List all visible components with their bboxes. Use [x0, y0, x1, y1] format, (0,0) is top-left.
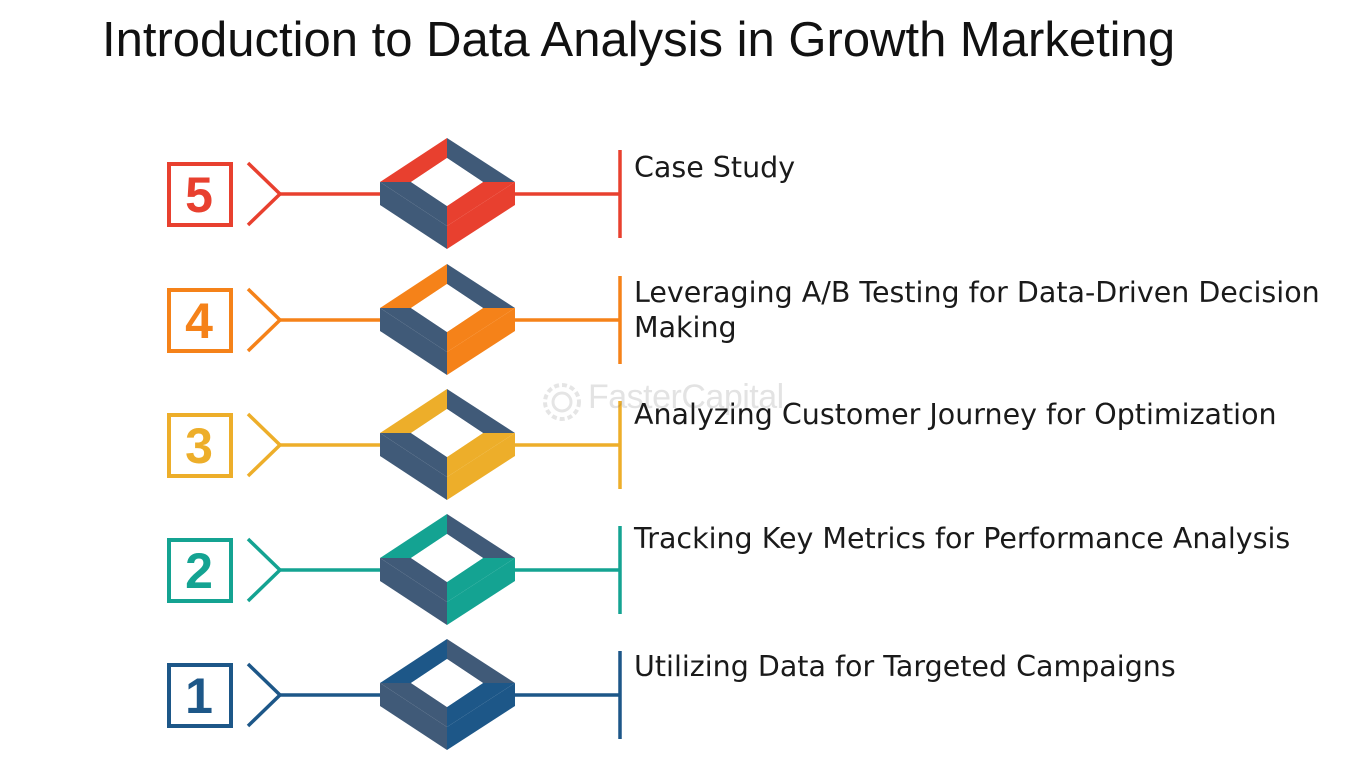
diamond-left-face	[380, 558, 447, 625]
chevron-icon	[246, 662, 283, 728]
diamond-bottom-right	[447, 683, 515, 727]
diamond-bottom-right	[447, 308, 515, 352]
page-title: Introduction to Data Analysis in Growth …	[102, 13, 1176, 67]
diamond-top-left	[380, 138, 447, 182]
step-number: 2	[185, 543, 213, 599]
diamond-right-face	[447, 182, 515, 249]
diamond-hole	[411, 158, 483, 206]
diamond-top-left	[380, 514, 447, 558]
diamond-top-right	[447, 264, 515, 308]
diamond-left-face	[380, 308, 447, 375]
diamond-bottom-right	[447, 558, 515, 602]
step-number: 3	[185, 418, 213, 474]
step-number: 5	[185, 167, 213, 223]
chevron-icon	[246, 161, 283, 227]
diamond-left-face	[380, 182, 447, 249]
diamond-top-right	[447, 138, 515, 182]
diamond-left-face	[380, 683, 447, 750]
diamond-hole	[411, 284, 483, 332]
step-number-box	[167, 413, 233, 478]
chevron-icon	[246, 537, 283, 603]
step-label-4: Leveraging A/B Testing for Data-Driven D…	[634, 276, 1320, 344]
diamond-right-face	[447, 308, 515, 375]
diamond-bottom-left	[380, 433, 447, 477]
diamond-right-face	[447, 433, 515, 500]
step-label-5: Case Study	[634, 151, 796, 184]
step-number-box	[167, 538, 233, 603]
diamond-hole	[411, 659, 483, 707]
step-number: 1	[185, 668, 213, 724]
diamond-top-right	[447, 389, 515, 433]
diamond-bottom-right	[447, 182, 515, 226]
diamond-right-face	[447, 683, 515, 750]
step-number-box	[167, 162, 233, 227]
diamond-bottom-left	[380, 683, 447, 727]
chevron-icon	[246, 287, 283, 353]
diamond-bottom-right	[447, 433, 515, 477]
step-label-2: Tracking Key Metrics for Performance Ana…	[634, 522, 1291, 555]
diamond-bottom-left	[380, 182, 447, 226]
diamond-left-face	[380, 433, 447, 500]
diamond-top-left	[380, 389, 447, 433]
chevron-icon	[246, 412, 283, 478]
diamond-right-face	[447, 558, 515, 625]
diamond-bottom-left	[380, 558, 447, 602]
step-label-1: Utilizing Data for Targeted Campaigns	[634, 650, 1176, 683]
diamond-hole	[411, 534, 483, 582]
diamond-top-left	[380, 264, 447, 308]
diamond-top-right	[447, 639, 515, 683]
step-label-3: Analyzing Customer Journey for Optimizat…	[634, 398, 1277, 431]
diamond-top-left	[380, 639, 447, 683]
diamond-hole	[411, 409, 483, 457]
step-number: 4	[185, 293, 213, 349]
diamond-top-right	[447, 514, 515, 558]
diamond-bottom-left	[380, 308, 447, 352]
step-number-box	[167, 288, 233, 353]
step-number-box	[167, 663, 233, 728]
